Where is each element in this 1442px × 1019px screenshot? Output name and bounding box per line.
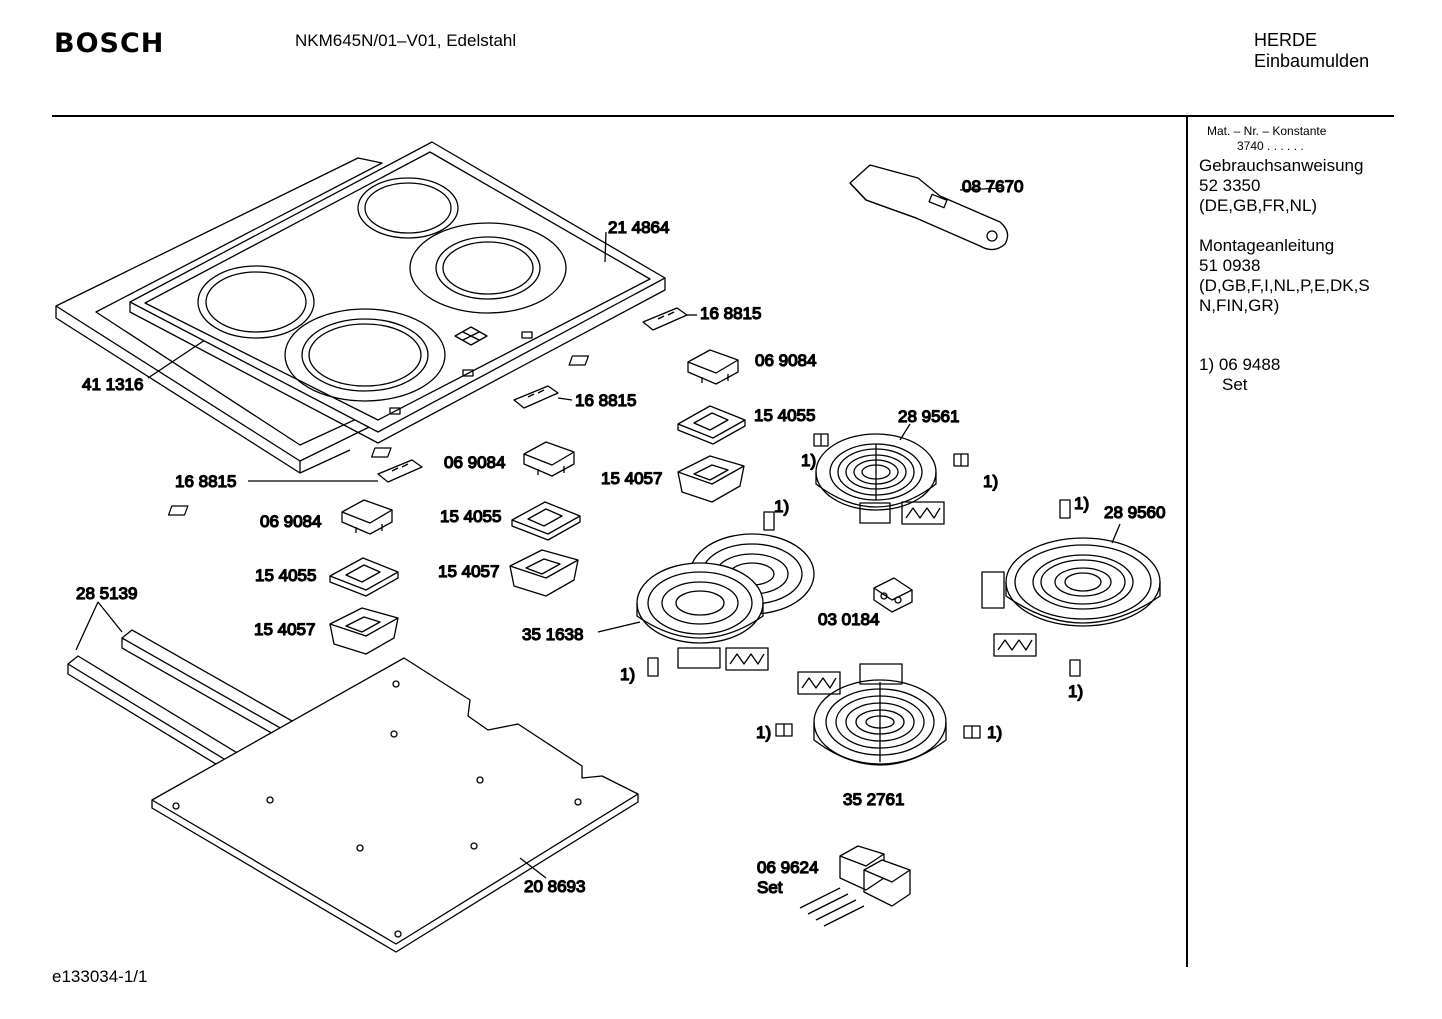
manual-languages: (DE,GB,FR,NL) [1199,196,1318,215]
leader-line [959,187,1005,191]
part-number-label: 21 4864 [608,218,669,237]
part-number-label: 35 2761 [843,790,904,809]
part-number-label: 15 4055 [255,566,316,585]
part-number-label: 41 1316 [82,375,143,394]
heating-element-352761-icon [775,663,981,766]
leader-line [597,621,641,633]
switch-069084-icon [370,441,575,477]
leader-line [557,397,573,401]
heating-element-289561-icon [815,433,945,525]
ceramic-hob-glass-icon [129,141,666,444]
sidebar-divider [1186,117,1188,967]
manual-number: 52 3350 [1199,176,1261,195]
leader-line [899,423,911,441]
box-154057-icon [509,549,579,597]
footnote-marker: 1) [983,472,998,491]
footnote-marker: 1) [1068,682,1083,701]
mat-nr-label: Mat. – Nr. – Konstante [1207,124,1327,138]
part-number-label: 35 1638 [522,625,583,644]
box-154057-icon [329,607,399,655]
base-plate-208693-icon [151,657,639,953]
cover-154055-icon [329,557,399,597]
part-number-label: 03 0184 [818,610,879,629]
document-id: e133034-1/1 [52,967,148,986]
footnote-marker: 1) [801,451,816,470]
part-number-label: 28 5139 [76,584,137,603]
plate-168815-icon [642,307,688,331]
install-languages-2: N,FIN,GR) [1199,296,1280,315]
footnote-marker: 1) [1074,494,1089,513]
part-number-label: 16 8815 [700,304,761,323]
part-number-label: 16 8815 [175,472,236,491]
leader-line [604,231,607,263]
part-number-label: 16 8815 [575,391,636,410]
part-number-label: 15 4055 [754,406,815,425]
part-number-label: 06 9084 [260,512,321,531]
box-154057-icon [677,455,745,503]
part-number-label: 28 9560 [1104,503,1165,522]
plate-168815-icon [513,385,559,409]
category-line-1: HERDE [1254,30,1318,50]
exploded-parts-diagram: 08 7670 21 4864 41 1316 16 8815 16 8815 … [55,141,1166,953]
model-title: NKM645N/01–V01, Edelstahl [295,31,517,50]
part-number-label: 15 4057 [601,469,662,488]
switch-069084-icon [568,349,739,385]
footnote-marker: 1) [987,723,1002,742]
leader-line [75,601,123,651]
install-number: 51 0938 [1199,256,1261,275]
footnote-number: 1) 06 9488 [1199,355,1281,374]
part-number-label: 06 9624 [757,858,818,877]
brand-logo: BOSCH [54,28,165,59]
footnote-marker: 1) [774,497,789,516]
install-languages-1: (D,GB,F,I,NL,P,E,DK,S [1199,276,1370,295]
plate-168815-icon [377,459,423,483]
part-number-label: 06 9084 [755,351,816,370]
cover-154055-icon [677,405,746,445]
glass-scraper-icon [849,164,1009,251]
install-title: Montageanleitung [1199,236,1335,255]
part-number-label: Set [757,878,783,897]
part-number-label: 15 4057 [438,562,499,581]
manual-title: Gebrauchsanweisung [1199,156,1364,175]
part-number-label: 15 4057 [254,620,315,639]
heating-element-289560-icon [981,499,1161,677]
cover-154055-icon [511,501,581,541]
mat-nr-value: 3740 . . . . . . [1237,139,1304,153]
terminal-block-030184-icon [873,577,913,613]
heating-element-351638-icon [636,511,815,677]
footnote-marker: 1) [756,723,771,742]
connector-small-icon [813,433,969,467]
footnote-text: Set [1222,375,1248,394]
part-number-label: 08 7670 [962,177,1023,196]
category-line-2: Einbaumulden [1254,51,1370,71]
part-number-label: 06 9084 [444,453,505,472]
footnote-marker: 1) [620,665,635,684]
leader-line [1111,523,1121,544]
connector-set-069624-icon [799,845,911,927]
part-number-label: 20 8693 [524,877,585,896]
switch-069084-icon [167,499,393,535]
leader-line [519,857,547,879]
header-divider [52,115,1394,117]
part-number-label: 28 9561 [898,407,959,426]
part-number-label: 15 4055 [440,507,501,526]
